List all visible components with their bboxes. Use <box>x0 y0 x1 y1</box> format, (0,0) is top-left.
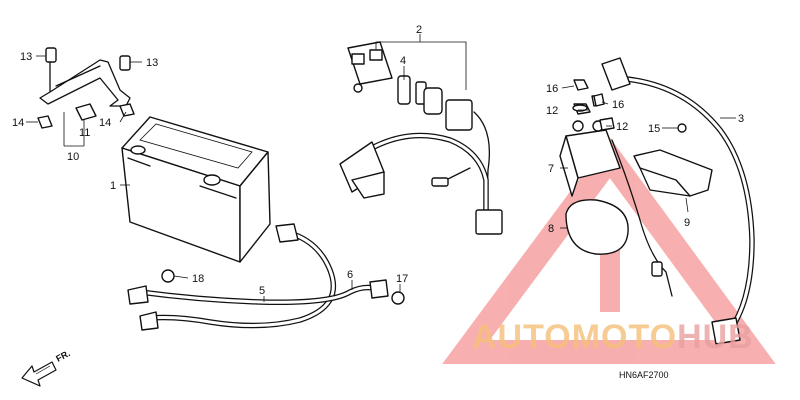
callout-12b: 12 <box>616 121 628 133</box>
callout-13b: 13 <box>146 57 158 69</box>
watermark-brand-part2: HUB <box>677 318 754 356</box>
callout-16b: 16 <box>612 99 624 111</box>
front-direction-label: FR. <box>54 348 71 364</box>
callout-5: 5 <box>259 285 265 297</box>
callout-3: 3 <box>738 113 744 125</box>
callout-12a: 12 <box>546 105 558 117</box>
watermark-brand: AUTOMOTOHUB <box>472 318 754 356</box>
leader-lines <box>26 34 736 302</box>
callout-7: 7 <box>548 163 554 175</box>
callout-4: 4 <box>400 55 406 67</box>
fuse-box <box>347 41 491 231</box>
callout-9: 9 <box>684 217 690 229</box>
battery-cables <box>127 223 405 331</box>
relay-bracket <box>633 124 713 197</box>
watermark-brand-part1: AUTOMOTO <box>472 318 677 356</box>
battery <box>121 116 271 263</box>
diagram-code: HN6AF2700 <box>619 370 669 380</box>
fasteners <box>572 79 687 133</box>
callout-1: 1 <box>110 180 116 192</box>
callout-18: 18 <box>192 273 204 285</box>
sub-harness <box>339 132 503 235</box>
callout-17: 17 <box>396 273 408 285</box>
callout-2: 2 <box>416 24 422 36</box>
callout-10: 10 <box>67 151 79 163</box>
callout-labels: 1 2 3 4 5 6 7 8 9 10 11 12 12 13 13 14 1… <box>12 24 744 297</box>
svg-text:AUTOMOTOHUB: AUTOMOTOHUB <box>472 318 754 356</box>
battery-stay <box>37 47 135 129</box>
callout-13a: 13 <box>20 51 32 63</box>
front-direction-arrow-icon: FR. <box>21 348 72 387</box>
callout-6: 6 <box>347 269 353 281</box>
relay-cover <box>565 139 673 297</box>
callout-8: 8 <box>548 223 554 235</box>
callout-11: 11 <box>79 127 90 139</box>
starter-cable <box>601 57 755 345</box>
callout-14a: 14 <box>12 117 24 129</box>
callout-16a: 16 <box>546 83 558 95</box>
callout-14b: 14 <box>99 117 111 129</box>
callout-15: 15 <box>648 123 660 135</box>
watermark-triangle-icon <box>442 137 776 364</box>
